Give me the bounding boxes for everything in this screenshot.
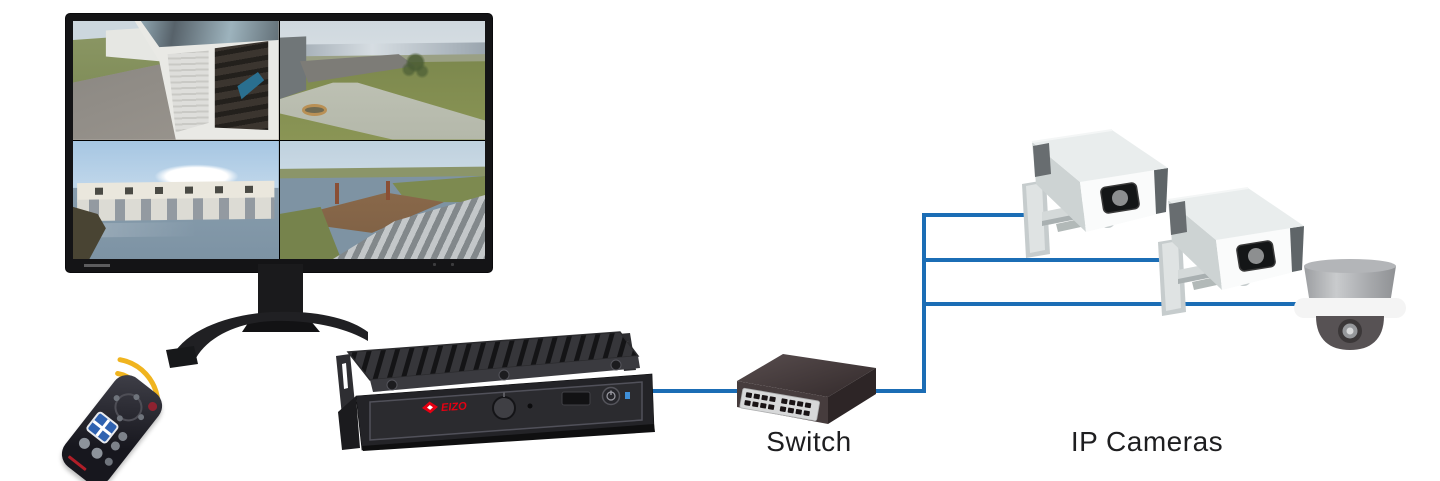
remote-button <box>103 456 115 468</box>
cable-to-camera-1 <box>922 213 1034 217</box>
decoder-power-led <box>625 392 630 399</box>
feed-sky <box>279 21 485 48</box>
remote-dpad <box>84 410 121 446</box>
decoder-base <box>362 424 655 451</box>
camera-feed-bottom-left <box>73 140 279 259</box>
cable-switch-to-junction <box>860 389 926 393</box>
decoder: EIZO <box>336 331 655 451</box>
feed-dam-piers <box>77 197 275 222</box>
dome-ring <box>1294 298 1406 318</box>
camera-feed-top-right <box>279 21 485 140</box>
decoder-ear-slot <box>342 363 348 389</box>
cable-to-dome-camera <box>922 302 1296 306</box>
switch-side <box>828 368 876 424</box>
dome-camera <box>1294 259 1406 350</box>
feed-sky <box>279 140 485 172</box>
cable-decoder-to-switch <box>640 389 742 393</box>
decoder-left-side <box>338 396 360 450</box>
feed-sky <box>73 140 279 188</box>
monitor-control-dot <box>433 263 436 266</box>
camera-feed-bottom-right <box>279 140 485 259</box>
camera-feed-top-left <box>73 21 279 140</box>
feed-post <box>334 183 340 205</box>
switch-top <box>737 354 876 397</box>
remote-button <box>136 412 146 422</box>
remote-power-button <box>146 400 159 413</box>
monitor-control-dot <box>451 263 454 266</box>
decoder-display-window <box>561 391 591 406</box>
network-switch <box>737 354 876 424</box>
switch-port-panel <box>739 387 820 422</box>
monitor-screen <box>73 21 485 259</box>
dome-housing-top <box>1304 259 1396 273</box>
feed-garage-door <box>167 50 209 133</box>
feed-water <box>279 42 485 59</box>
remote-brand-mark <box>67 455 87 472</box>
decoder-knob <box>492 396 516 420</box>
feed-tree <box>398 51 432 88</box>
dome-lens-center <box>1346 327 1354 335</box>
stand-neck <box>242 320 320 332</box>
decoder-screws <box>386 359 622 391</box>
ip-cameras-label: IP Cameras <box>1070 426 1224 457</box>
feed-building <box>279 36 307 100</box>
feed-far-bank <box>279 166 485 179</box>
switch-label: Switch <box>766 426 852 457</box>
feed-dam-markings <box>81 185 271 196</box>
switch-ports <box>744 392 812 417</box>
feed-manhole <box>302 103 327 116</box>
feed-post <box>386 180 391 200</box>
decoder-power-button <box>601 386 621 406</box>
remote-button <box>116 430 130 443</box>
monitor <box>66 14 492 272</box>
remote-button <box>109 439 122 453</box>
svg-text:EIZO: EIZO <box>441 400 468 414</box>
remote-button <box>76 435 93 452</box>
monitor-logo-mark <box>84 264 110 267</box>
stand-foot <box>166 346 198 368</box>
feed-water-glint <box>73 221 279 238</box>
stand-base-arc <box>172 311 368 362</box>
monitor-stand <box>166 264 368 368</box>
eizo-logo: EIZO <box>422 400 468 414</box>
remote-button <box>89 445 105 461</box>
decoder-pinhole <box>527 403 533 409</box>
dome-housing <box>1304 266 1396 304</box>
cable-to-camera-2 <box>922 258 1168 262</box>
